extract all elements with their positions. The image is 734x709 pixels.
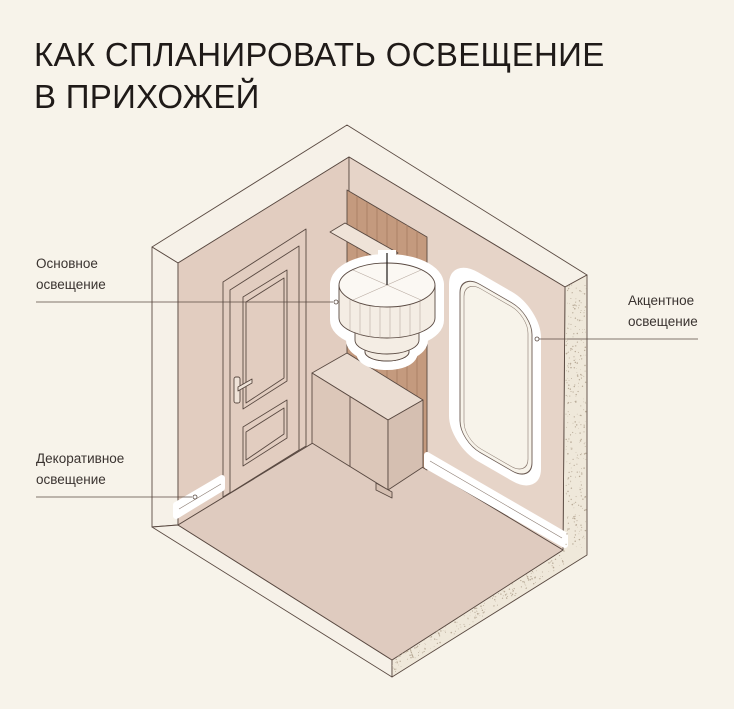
label-decorative-lighting: Декоративное освещение [36, 448, 124, 490]
label-main-line1: Основное [36, 256, 98, 271]
cabinet [311, 352, 424, 499]
floor [177, 420, 564, 661]
label-main-line2: освещение [36, 277, 106, 292]
mirror [449, 267, 541, 486]
label-main-lighting: Основное освещение [36, 253, 106, 295]
decorative-light-strip [173, 452, 568, 548]
chandelier [330, 250, 444, 370]
title-line-1: КАК СПЛАНИРОВАТЬ ОСВЕЩЕНИЕ [34, 36, 605, 73]
door [222, 228, 307, 498]
title-line-2: В ПРИХОЖЕЙ [34, 78, 260, 115]
label-accent-line1: Акцентное [628, 293, 695, 308]
label-decorative-line2: освещение [36, 472, 106, 487]
label-accent-lighting: Акцентное освещение [628, 290, 698, 332]
left-wall-edge [151, 246, 179, 528]
page-title: КАК СПЛАНИРОВАТЬ ОСВЕЩЕНИЕ В ПРИХОЖЕЙ [34, 34, 605, 118]
wall-texture [391, 284, 587, 672]
label-decorative-line1: Декоративное [36, 451, 125, 466]
label-accent-line2: освещение [628, 314, 698, 329]
